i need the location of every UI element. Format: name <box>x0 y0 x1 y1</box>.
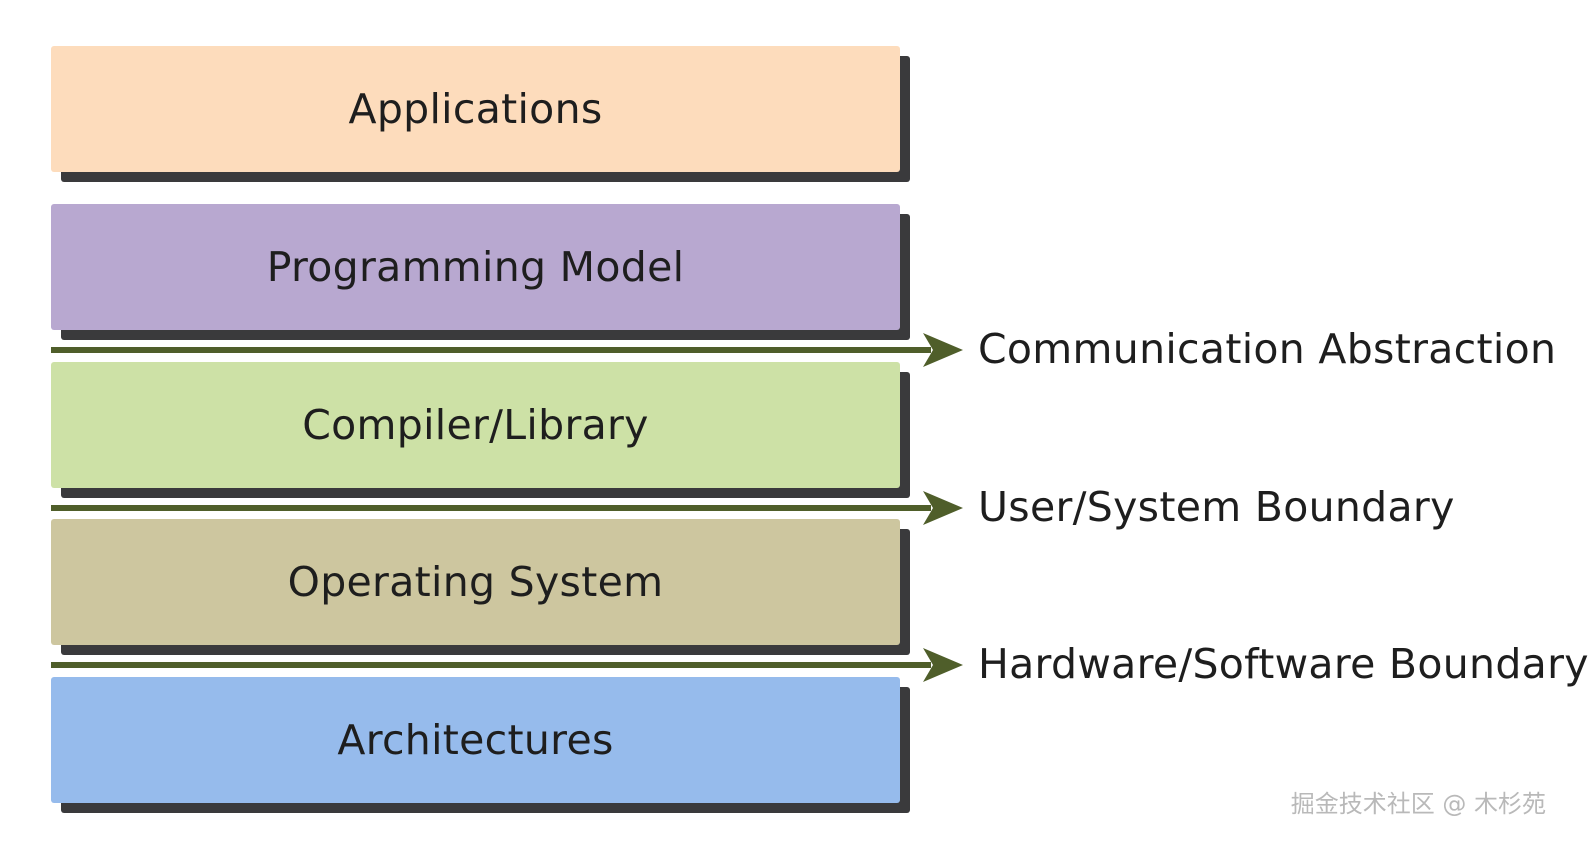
layer-applications: Applications <box>51 46 910 182</box>
boundary-label-user-system: User/System Boundary <box>978 483 1455 531</box>
layer-operating-system: Operating System <box>51 519 910 655</box>
layer-programming-model: Programming Model <box>51 204 910 340</box>
boundary-arrow <box>51 648 963 682</box>
layer-operating-system-label: Operating System <box>287 558 664 606</box>
boundary-arrow <box>51 491 963 525</box>
layer-compiler-library-box: Compiler/Library <box>51 362 900 488</box>
layer-architectures: Architectures <box>51 677 910 813</box>
watermark: 掘金技术社区 @ 木杉苑 <box>1290 790 1546 818</box>
layer-operating-system-box: Operating System <box>51 519 900 645</box>
boundary-label-hardware-software: Hardware/Software Boundary <box>978 640 1589 688</box>
layer-programming-model-box: Programming Model <box>51 204 900 330</box>
layer-applications-box: Applications <box>51 46 900 172</box>
layer-applications-label: Applications <box>348 85 603 133</box>
layer-compiler-library: Compiler/Library <box>51 362 910 498</box>
boundary-user-system <box>51 488 963 528</box>
layer-architectures-label: Architectures <box>337 716 614 764</box>
boundary-communication-abstraction <box>51 330 963 370</box>
boundary-label-communication-abstraction: Communication Abstraction <box>978 325 1557 373</box>
boundary-arrow <box>51 333 963 367</box>
layer-compiler-library-label: Compiler/Library <box>302 401 649 449</box>
boundary-hardware-software <box>51 645 963 685</box>
layer-programming-model-label: Programming Model <box>266 243 685 291</box>
layer-architectures-box: Architectures <box>51 677 900 803</box>
